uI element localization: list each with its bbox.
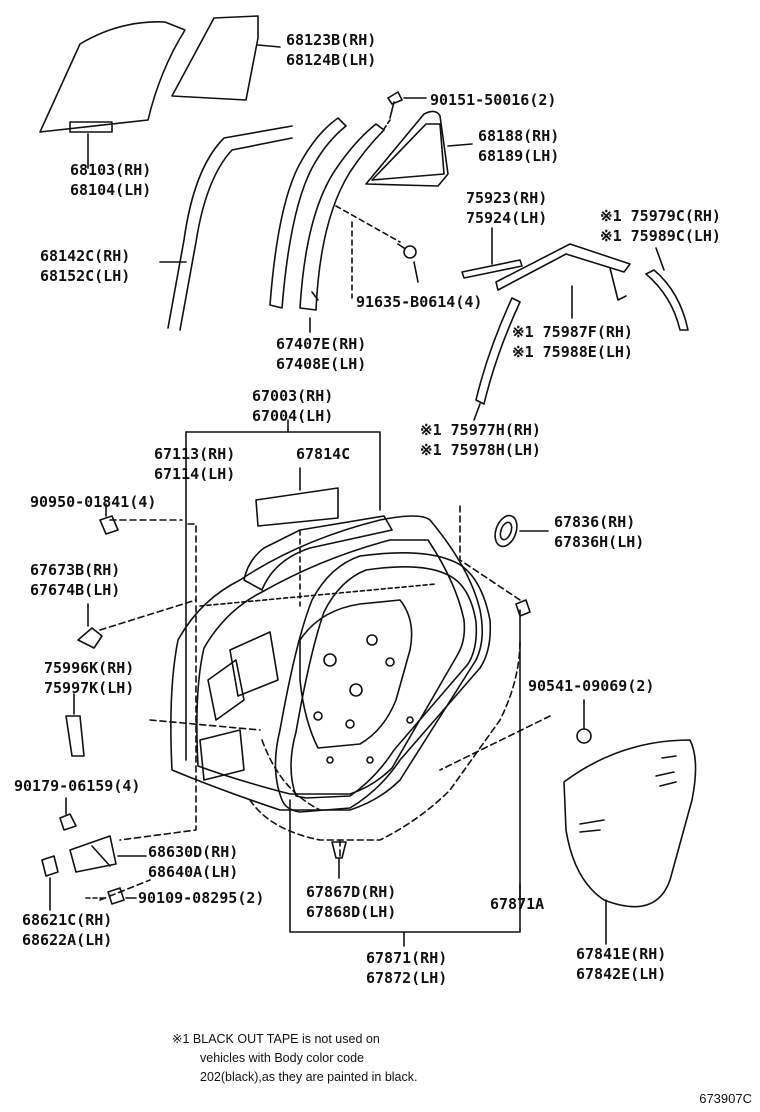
diagram-code: 673907C [699, 1091, 752, 1106]
label-90151: 90151-50016(2) [430, 91, 557, 109]
label-90109: 90109-08295(2) [138, 889, 265, 907]
label-90179: 90179-06159(4) [14, 777, 141, 795]
rear-door-glass [39, 21, 186, 169]
label-68621: 68621C(RH)68622A(LH) [22, 911, 113, 949]
label-90950: 90950-01841(4) [30, 493, 157, 511]
glass-run-channel [159, 125, 293, 331]
label-90541: 90541-09069(2) [528, 677, 655, 695]
label-67871a: 67871A [490, 895, 545, 913]
door-hinge [69, 835, 147, 873]
rear-door-shell [170, 515, 484, 811]
rear-division-bar [269, 117, 347, 309]
clip-67867 [331, 841, 347, 879]
label-68123: 68123B(RH)68124B(LH) [286, 31, 377, 69]
quarter-glass-assembly [365, 110, 473, 187]
footnote-line-2: vehicles with Body color code [200, 1051, 364, 1065]
label-67836: 67836(RH)67836H(LH) [554, 513, 645, 551]
label-67113: 67113(RH)67114(LH) [154, 445, 236, 483]
clip-91635 [311, 205, 419, 301]
label-75987: ※1 75987F(RH)※1 75988E(LH) [512, 323, 633, 361]
black-out-tape-75996 [65, 693, 85, 757]
label-91635: 91635-B0614(4) [356, 293, 483, 311]
label-67871: 67871(RH)67872(LH) [366, 949, 448, 987]
upper-moulding-75923 [461, 227, 523, 279]
label-68188: 68188(RH)68189(LH) [478, 127, 560, 165]
door-panel-bracket [185, 419, 381, 761]
bolt-90151 [381, 91, 427, 133]
label-67867: 67867D(RH)67868D(LH) [306, 883, 397, 921]
label-67814: 67814C [296, 445, 351, 463]
black-out-tape-75987 [495, 243, 631, 319]
label-67841: 67841E(RH)67842E(LH) [576, 945, 667, 983]
bracket-67673 [77, 603, 103, 649]
label-75977: ※1 75977H(RH)※1 75978H(LH) [420, 421, 541, 459]
footnote-line-1: ※1 BLACK OUT TAPE is not used on [172, 1032, 380, 1046]
label-67407: 67407E(RH)67408E(LH) [276, 335, 367, 373]
quarter-window-glass [171, 15, 281, 101]
label-68142: 68142C(RH)68152C(LH) [40, 247, 131, 285]
footnote: ※1 BLACK OUT TAPE is not used on vehicle… [172, 1030, 418, 1087]
door-inner-panel [199, 583, 437, 781]
grommet-67836 [494, 514, 549, 548]
label-75923: 75923(RH)75924(LH) [466, 189, 548, 227]
nut-90541 [515, 599, 592, 744]
label-67673: 67673B(RH)67674B(LH) [30, 561, 121, 599]
label-75996: 75996K(RH)75997K(LH) [44, 659, 135, 697]
footnote-line-3: 202(black),as they are painted in black. [200, 1070, 418, 1084]
bolt-90109 [85, 887, 137, 905]
nut-90179 [59, 797, 77, 831]
plug-90950 [99, 503, 119, 535]
weatherstrip-bracket [289, 609, 521, 947]
label-68630: 68630D(RH)68640A(LH) [148, 843, 239, 881]
service-hole-cover [563, 739, 697, 945]
door-dashed-outline [99, 505, 551, 901]
black-out-tape-75979 [645, 247, 689, 331]
door-weatherstrip [274, 552, 492, 813]
door-frame-moulding [299, 123, 385, 333]
pad-67814 [255, 467, 339, 607]
label-68103: 68103(RH)68104(LH) [70, 161, 152, 199]
label-67003: 67003(RH)67004(LH) [252, 387, 334, 425]
lower-hinge [41, 855, 59, 911]
black-out-tape-75977 [473, 297, 521, 421]
label-75979: ※1 75979C(RH)※1 75989C(LH) [600, 207, 721, 245]
